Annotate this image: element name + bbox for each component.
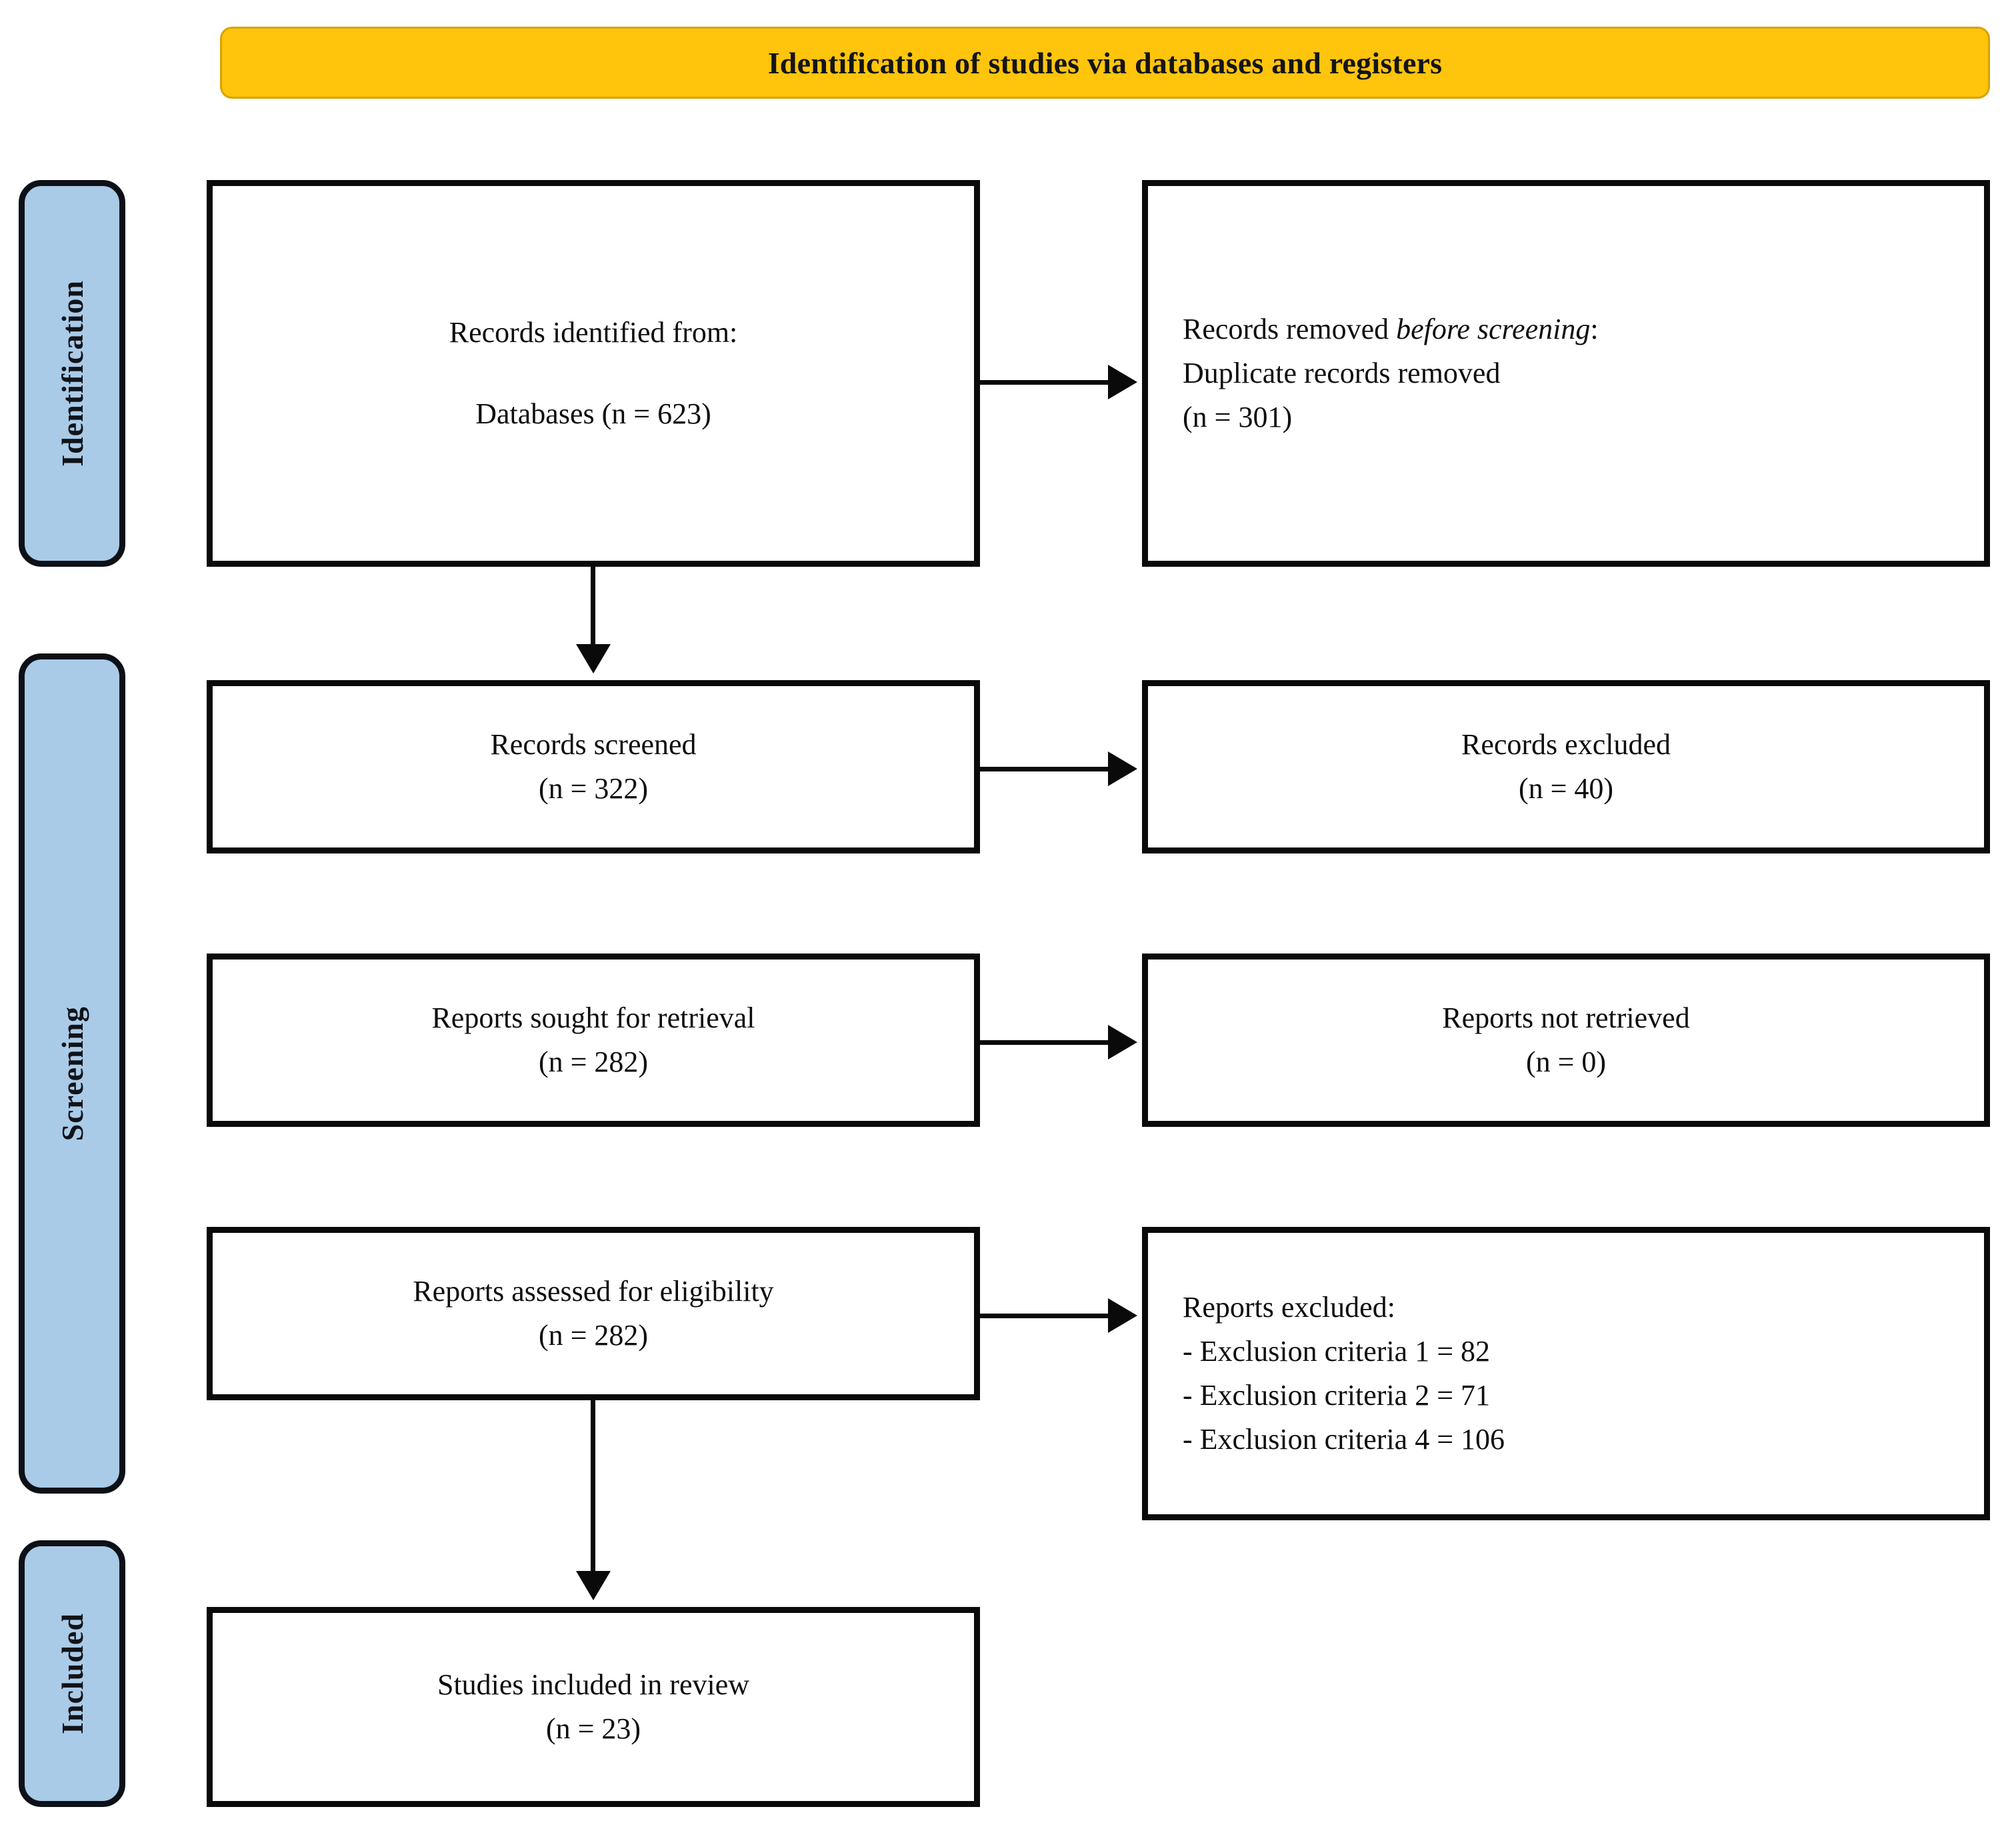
node-records-removed: Records removed before screening: Duplic… — [1142, 180, 1990, 567]
node-records-removed-suffix: : — [1590, 313, 1599, 345]
node-records-screened-line1: Records screened — [490, 728, 697, 761]
stage-label-identification-text: Identification — [55, 280, 89, 467]
node-reports-sought-line2: (n = 282) — [538, 1046, 649, 1078]
node-records-removed-line2: Duplicate records removed — [1183, 357, 1501, 389]
connector-sought-to-notretrieved — [980, 1040, 1113, 1045]
arrow-right-icon — [1108, 365, 1137, 399]
stage-label-identification: Identification — [19, 180, 125, 567]
arrow-right-icon — [1108, 751, 1137, 786]
node-records-removed-italic: before screening — [1396, 313, 1591, 345]
node-records-removed-prefix: Records removed — [1183, 313, 1397, 345]
stage-label-screening-text: Screening — [55, 1006, 89, 1142]
connector-identified-to-screened — [591, 567, 595, 652]
stage-label-included: Included — [19, 1540, 125, 1807]
node-records-excluded-line2: (n = 40) — [1518, 772, 1614, 805]
node-reports-not-retrieved-line1: Reports not retrieved — [1442, 1002, 1690, 1034]
stage-label-screening: Screening — [19, 653, 125, 1494]
stage-label-included-text: Included — [55, 1613, 89, 1734]
node-records-removed-line3: (n = 301) — [1183, 401, 1293, 433]
node-reports-sought-line1: Reports sought for retrieval — [431, 1002, 755, 1034]
node-reports-sought: Reports sought for retrieval (n = 282) — [207, 954, 980, 1127]
node-reports-excluded-item-1: - Exclusion criteria 2 = 71 — [1183, 1379, 1491, 1412]
arrow-down-icon — [576, 1571, 611, 1600]
node-records-removed-line1: Records removed before screening: — [1183, 307, 1599, 351]
diagram-title: Identification of studies via databases … — [767, 45, 1443, 80]
node-studies-included: Studies included in review (n = 23) — [207, 1607, 980, 1807]
node-records-excluded-line1: Records excluded — [1461, 728, 1671, 761]
diagram-header-banner: Identification of studies via databases … — [220, 27, 1990, 99]
node-records-identified-line1: Records identified from: — [449, 316, 738, 349]
node-reports-not-retrieved: Reports not retrieved (n = 0) — [1142, 954, 1990, 1127]
node-records-identified-line2: Databases (n = 623) — [475, 397, 711, 430]
node-studies-included-line2: (n = 23) — [545, 1712, 641, 1745]
node-reports-not-retrieved-line2: (n = 0) — [1525, 1046, 1607, 1078]
node-records-screened-line2: (n = 322) — [538, 772, 649, 805]
node-reports-assessed-line1: Reports assessed for eligibility — [413, 1275, 774, 1308]
connector-assessed-to-included — [591, 1400, 595, 1579]
node-reports-excluded-heading: Reports excluded: — [1183, 1291, 1395, 1324]
node-records-screened: Records screened (n = 322) — [207, 680, 980, 853]
connector-screened-to-excluded — [980, 767, 1113, 771]
arrow-down-icon — [576, 644, 611, 673]
node-reports-excluded: Reports excluded: - Exclusion criteria 1… — [1142, 1227, 1990, 1520]
node-reports-excluded-item-0: - Exclusion criteria 1 = 82 — [1183, 1335, 1491, 1368]
connector-identified-to-removed — [980, 380, 1113, 385]
node-reports-assessed: Reports assessed for eligibility (n = 28… — [207, 1227, 980, 1400]
arrow-right-icon — [1108, 1298, 1137, 1333]
connector-assessed-to-reportsexcluded — [980, 1314, 1113, 1318]
node-reports-excluded-item-2: - Exclusion criteria 4 = 106 — [1183, 1423, 1505, 1456]
node-records-identified: Records identified from: Databases (n = … — [207, 180, 980, 567]
node-studies-included-line1: Studies included in review — [437, 1668, 749, 1701]
arrow-right-icon — [1108, 1025, 1137, 1060]
node-records-excluded: Records excluded (n = 40) — [1142, 680, 1990, 853]
node-reports-assessed-line2: (n = 282) — [538, 1319, 649, 1352]
